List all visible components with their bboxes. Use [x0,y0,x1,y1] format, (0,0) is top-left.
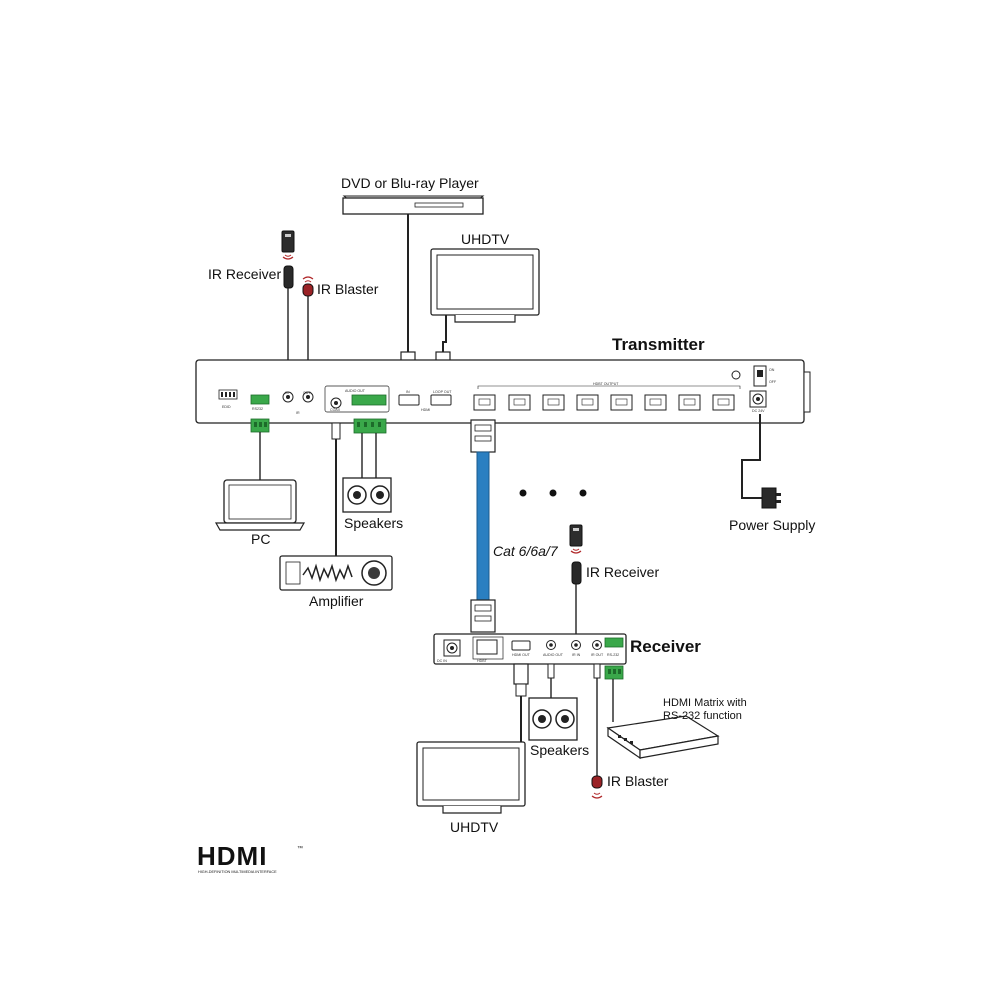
svg-text:HDBT OUTPUT: HDBT OUTPUT [593,382,619,386]
speaker-cables-tx [361,433,377,478]
svg-text:OFF: OFF [769,380,777,384]
svg-text:AUDIO OUT: AUDIO OUT [543,653,564,657]
svg-text:HDMI: HDMI [421,408,430,412]
svg-text:IR: IR [296,411,300,415]
receiver-label: Receiver [630,637,701,656]
svg-text:ON: ON [769,368,775,372]
ir-receiver-tx: IR Receiver [208,230,295,289]
ir-blaster-tx: IR Blaster [302,276,379,297]
amplifier: Amplifier [279,555,393,609]
svg-text:DC 24V: DC 24V [752,409,765,413]
speakers-rx: Speakers [528,697,589,758]
svg-text:RS232: RS232 [252,407,263,411]
ir-receiver-tx-label: IR Receiver [208,266,281,282]
more-outputs-dots [519,489,587,497]
power-cable [741,414,765,499]
svg-text:OUT: OUT [303,391,311,395]
svg-text:IR IN: IR IN [572,653,581,657]
svg-text:™: ™ [297,845,303,852]
uhdtv-bottom-label: UHDTV [450,819,499,835]
transmitter-unit: EDID RS232 IN OUT IR AUDIO OUT COAX IN L… [195,359,811,424]
ir-blaster-rx: IR Blaster [591,773,669,799]
svg-text:HIGH-DEFINITION MULTIMEDIA INT: HIGH-DEFINITION MULTIMEDIA INTERFACE [198,870,277,874]
pc-label: PC [251,531,270,547]
hdbt-output-ports [473,394,735,411]
hdmi-matrix: HDMI Matrix with RS-232 function [606,697,747,760]
ir-blaster-rx-label: IR Blaster [607,773,669,789]
cable-type-label: Cat 6/6a/7 [493,543,559,559]
svg-text:HDBT: HDBT [477,659,488,663]
power-adapter [761,487,781,509]
hdmi-matrix-label-2: RS-232 function [663,710,742,722]
svg-text:IR OUT: IR OUT [591,653,604,657]
amplifier-label: Amplifier [309,593,364,609]
svg-text:LOOP OUT: LOOP OUT [433,390,452,394]
hdmi-logo: HDMI ™ HIGH-DEFINITION MULTIMEDIA INTERF… [197,841,303,874]
svg-text:HDMI: HDMI [197,841,267,871]
hdbt-cable: Cat 6/6a/7 [470,419,559,633]
svg-text:DC IN: DC IN [437,659,447,663]
svg-text:COAX: COAX [330,408,341,412]
svg-text:RS-232: RS-232 [607,653,619,657]
uhdtv-top-label: UHDTV [461,231,510,247]
hdmi-matrix-label-1: HDMI Matrix with [663,697,747,709]
svg-text:HDMI OUT: HDMI OUT [512,653,531,657]
svg-text:EDID: EDID [222,405,231,409]
pc-laptop: PC [214,479,306,547]
speakers-rx-label: Speakers [530,742,589,758]
receiver-unit: DC IN HDBT HDMI OUT AUDIO OUT IR IN IR O… [433,633,627,665]
svg-text:AUDIO OUT: AUDIO OUT [345,389,366,393]
dvd-player-label: DVD or Blu-ray Player [341,175,479,191]
ir-blaster-tx-label: IR Blaster [317,281,379,297]
svg-text:IN: IN [406,390,410,394]
speakers-tx: Speakers [342,477,403,531]
power-supply-label: Power Supply [729,517,815,533]
uhdtv-top: UHDTV [430,231,540,323]
svg-text:IN: IN [285,391,289,395]
ir-receiver-rx: IR Receiver [569,524,659,585]
dvd-player: DVD or Blu-ray Player [341,175,485,215]
uhdtv-bottom: UHDTV [416,741,526,835]
transmitter-label: Transmitter [612,335,705,354]
ir-receiver-rx-label: IR Receiver [586,564,659,580]
speakers-tx-label: Speakers [344,515,403,531]
hdmi-cable-loop [442,315,447,352]
